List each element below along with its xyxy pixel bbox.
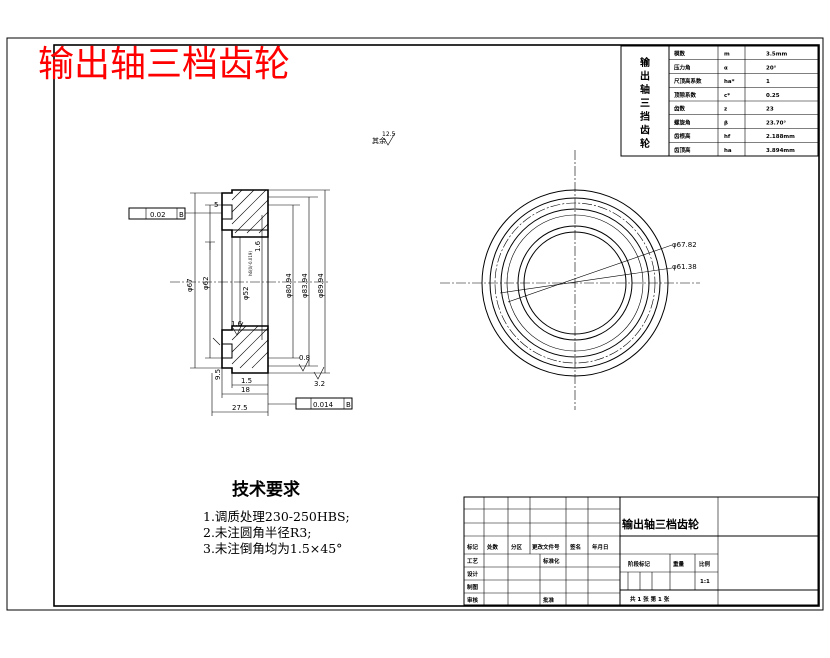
roughness-mark-icon xyxy=(232,321,244,336)
param-symbol: ha* xyxy=(724,79,735,85)
param-vertical-char: 出 xyxy=(640,70,650,83)
param-value: 20° xyxy=(766,65,777,71)
params-table: 模数 m 3.5mm 压力角 α 20° 尺顶高系数 ha* 1 顶隙系数 c* 0.25 齿数 z 23 螺… xyxy=(620,45,819,157)
tb-sheets: 共 1 张 第 1 张 xyxy=(630,595,670,603)
tb-stage-mark: 阶段标记 xyxy=(628,560,651,568)
dim-phi61-38: φ61.38 xyxy=(672,263,697,271)
param-name: 压力角 xyxy=(674,63,691,71)
dim-18: 18 xyxy=(241,386,250,394)
tech-req-2: 2.未注圆角半径R3; xyxy=(203,525,312,540)
dim-5: 5 xyxy=(214,201,218,209)
section-view: 0.02 B 0.014 B 5 φ67 φ62 φ52 h6(0/-0.019… xyxy=(128,189,353,416)
tb-audit: 审核 xyxy=(467,596,479,604)
roughness-mark-icon xyxy=(298,358,310,372)
datum-marker-icon xyxy=(205,241,215,250)
param-name: 齿数 xyxy=(674,105,686,113)
dim-phi62: φ62 xyxy=(202,276,210,290)
tb-scale-value: 1:1 xyxy=(700,579,710,585)
roughness-symbol-icon xyxy=(383,132,396,146)
title-block: 输出轴三档齿轮 标记处数 分区 更改文件号 签名 年月日 设计 制图 审核 工艺 标准化… xyxy=(463,496,819,606)
drawing-title: 输出轴三档齿轮 xyxy=(38,44,290,85)
param-name: 顶隙系数 xyxy=(674,91,697,99)
param-vertical-char: 齿 xyxy=(640,124,650,137)
dim-1-6: 1.6 xyxy=(231,320,243,328)
param-symbol: ha xyxy=(724,148,732,154)
title-block-part-name: 输出轴三档齿轮 xyxy=(622,517,699,531)
param-name: 齿根高 xyxy=(674,132,691,140)
tech-requirements: 技术要求 1.调质处理230-250HBS; 2.未注圆角半径R3; 3.未注倒… xyxy=(203,479,350,556)
param-value: 2.188mm xyxy=(766,134,795,140)
tb-process: 工艺 xyxy=(467,557,479,565)
dim-phi89: φ89.94 xyxy=(317,273,325,298)
dim-1-5: 1.5 xyxy=(241,377,252,385)
tb-header-cell: 处数 xyxy=(486,543,499,551)
param-name: 尺顶高系数 xyxy=(674,77,702,85)
tolerance-top-datum: B xyxy=(179,211,184,219)
outer-border xyxy=(6,37,824,611)
param-vertical-char: 三 xyxy=(640,98,650,110)
dim-phi52: φ52 xyxy=(242,286,250,300)
dim-3-2: 3.2 xyxy=(314,380,325,388)
param-value: 23 xyxy=(766,107,774,113)
tech-req-3: 3.未注倒角均为1.5×45° xyxy=(203,541,342,556)
tb-header-cell: 标记 xyxy=(466,543,479,551)
tb-design: 设计 xyxy=(467,570,479,578)
dim-phi83: φ83.94 xyxy=(301,273,309,298)
tb-header-cell: 年月日 xyxy=(592,543,609,551)
roughness-note: 其余 12.5 xyxy=(372,131,396,146)
param-symbol: z xyxy=(724,107,727,113)
tech-req-title: 技术要求 xyxy=(232,479,300,500)
tb-scale: 比例 xyxy=(699,560,711,568)
tolerance-bottom-value: 0.014 xyxy=(313,401,334,409)
param-value: 23.70° xyxy=(766,120,786,126)
param-name: 螺旋角 xyxy=(674,118,691,126)
param-symbol: β xyxy=(724,120,728,126)
param-symbol: m xyxy=(724,52,730,58)
front-view: φ67.82 φ61.38 xyxy=(440,150,700,410)
param-value: 3.894mm xyxy=(766,148,795,154)
tolerance-frame-top: 0.02 B xyxy=(128,207,222,220)
param-vertical-char: 挡 xyxy=(640,110,650,123)
param-symbol: α xyxy=(724,65,728,71)
tb-standardize: 标准化 xyxy=(542,557,560,565)
dim-9-5: 9.5 xyxy=(214,369,222,380)
param-value: 1 xyxy=(766,79,770,85)
dim-27-5: 27.5 xyxy=(232,404,248,412)
dim-phi80: φ80.94 xyxy=(285,273,293,298)
roughness-mark-icon xyxy=(313,366,325,380)
roughness-prefix: 其余 xyxy=(372,136,386,145)
tolerance-top-value: 0.02 xyxy=(150,211,166,219)
dim-1-6-vertical: 1.6 xyxy=(254,240,262,252)
tech-req-1: 1.调质处理230-250HBS; xyxy=(203,509,350,524)
param-symbol: hf xyxy=(724,134,731,140)
param-name: 齿顶高 xyxy=(674,146,691,154)
dim-phi67-82: φ67.82 xyxy=(672,241,697,249)
param-value: 0.25 xyxy=(766,93,780,99)
tolerance-bottom-datum: B xyxy=(346,401,351,409)
tb-header-cell: 签名 xyxy=(569,543,581,551)
dim-phi67: φ67 xyxy=(186,278,194,292)
dim-0-8: 0.8 xyxy=(299,354,310,362)
param-value: 3.5mm xyxy=(766,52,787,58)
param-vertical-char: 轴 xyxy=(640,83,650,96)
tb-weight: 重量 xyxy=(673,560,685,568)
tolerance-frame-bottom: 0.014 B xyxy=(268,397,353,410)
dim-phi52-tol: h6(0/-0.019) xyxy=(248,251,253,276)
tb-header-cell: 更改文件号 xyxy=(532,543,560,551)
param-vertical-char: 输 xyxy=(640,56,651,69)
param-vertical-char: 轮 xyxy=(640,137,650,150)
tb-header-cell: 分区 xyxy=(511,543,523,551)
tb-approve: 批准 xyxy=(543,596,555,604)
tb-draw: 制图 xyxy=(467,583,479,591)
roughness-value: 12.5 xyxy=(382,131,396,138)
param-name: 模数 xyxy=(674,50,686,58)
inner-frame xyxy=(53,44,820,607)
param-symbol: c* xyxy=(724,93,730,99)
